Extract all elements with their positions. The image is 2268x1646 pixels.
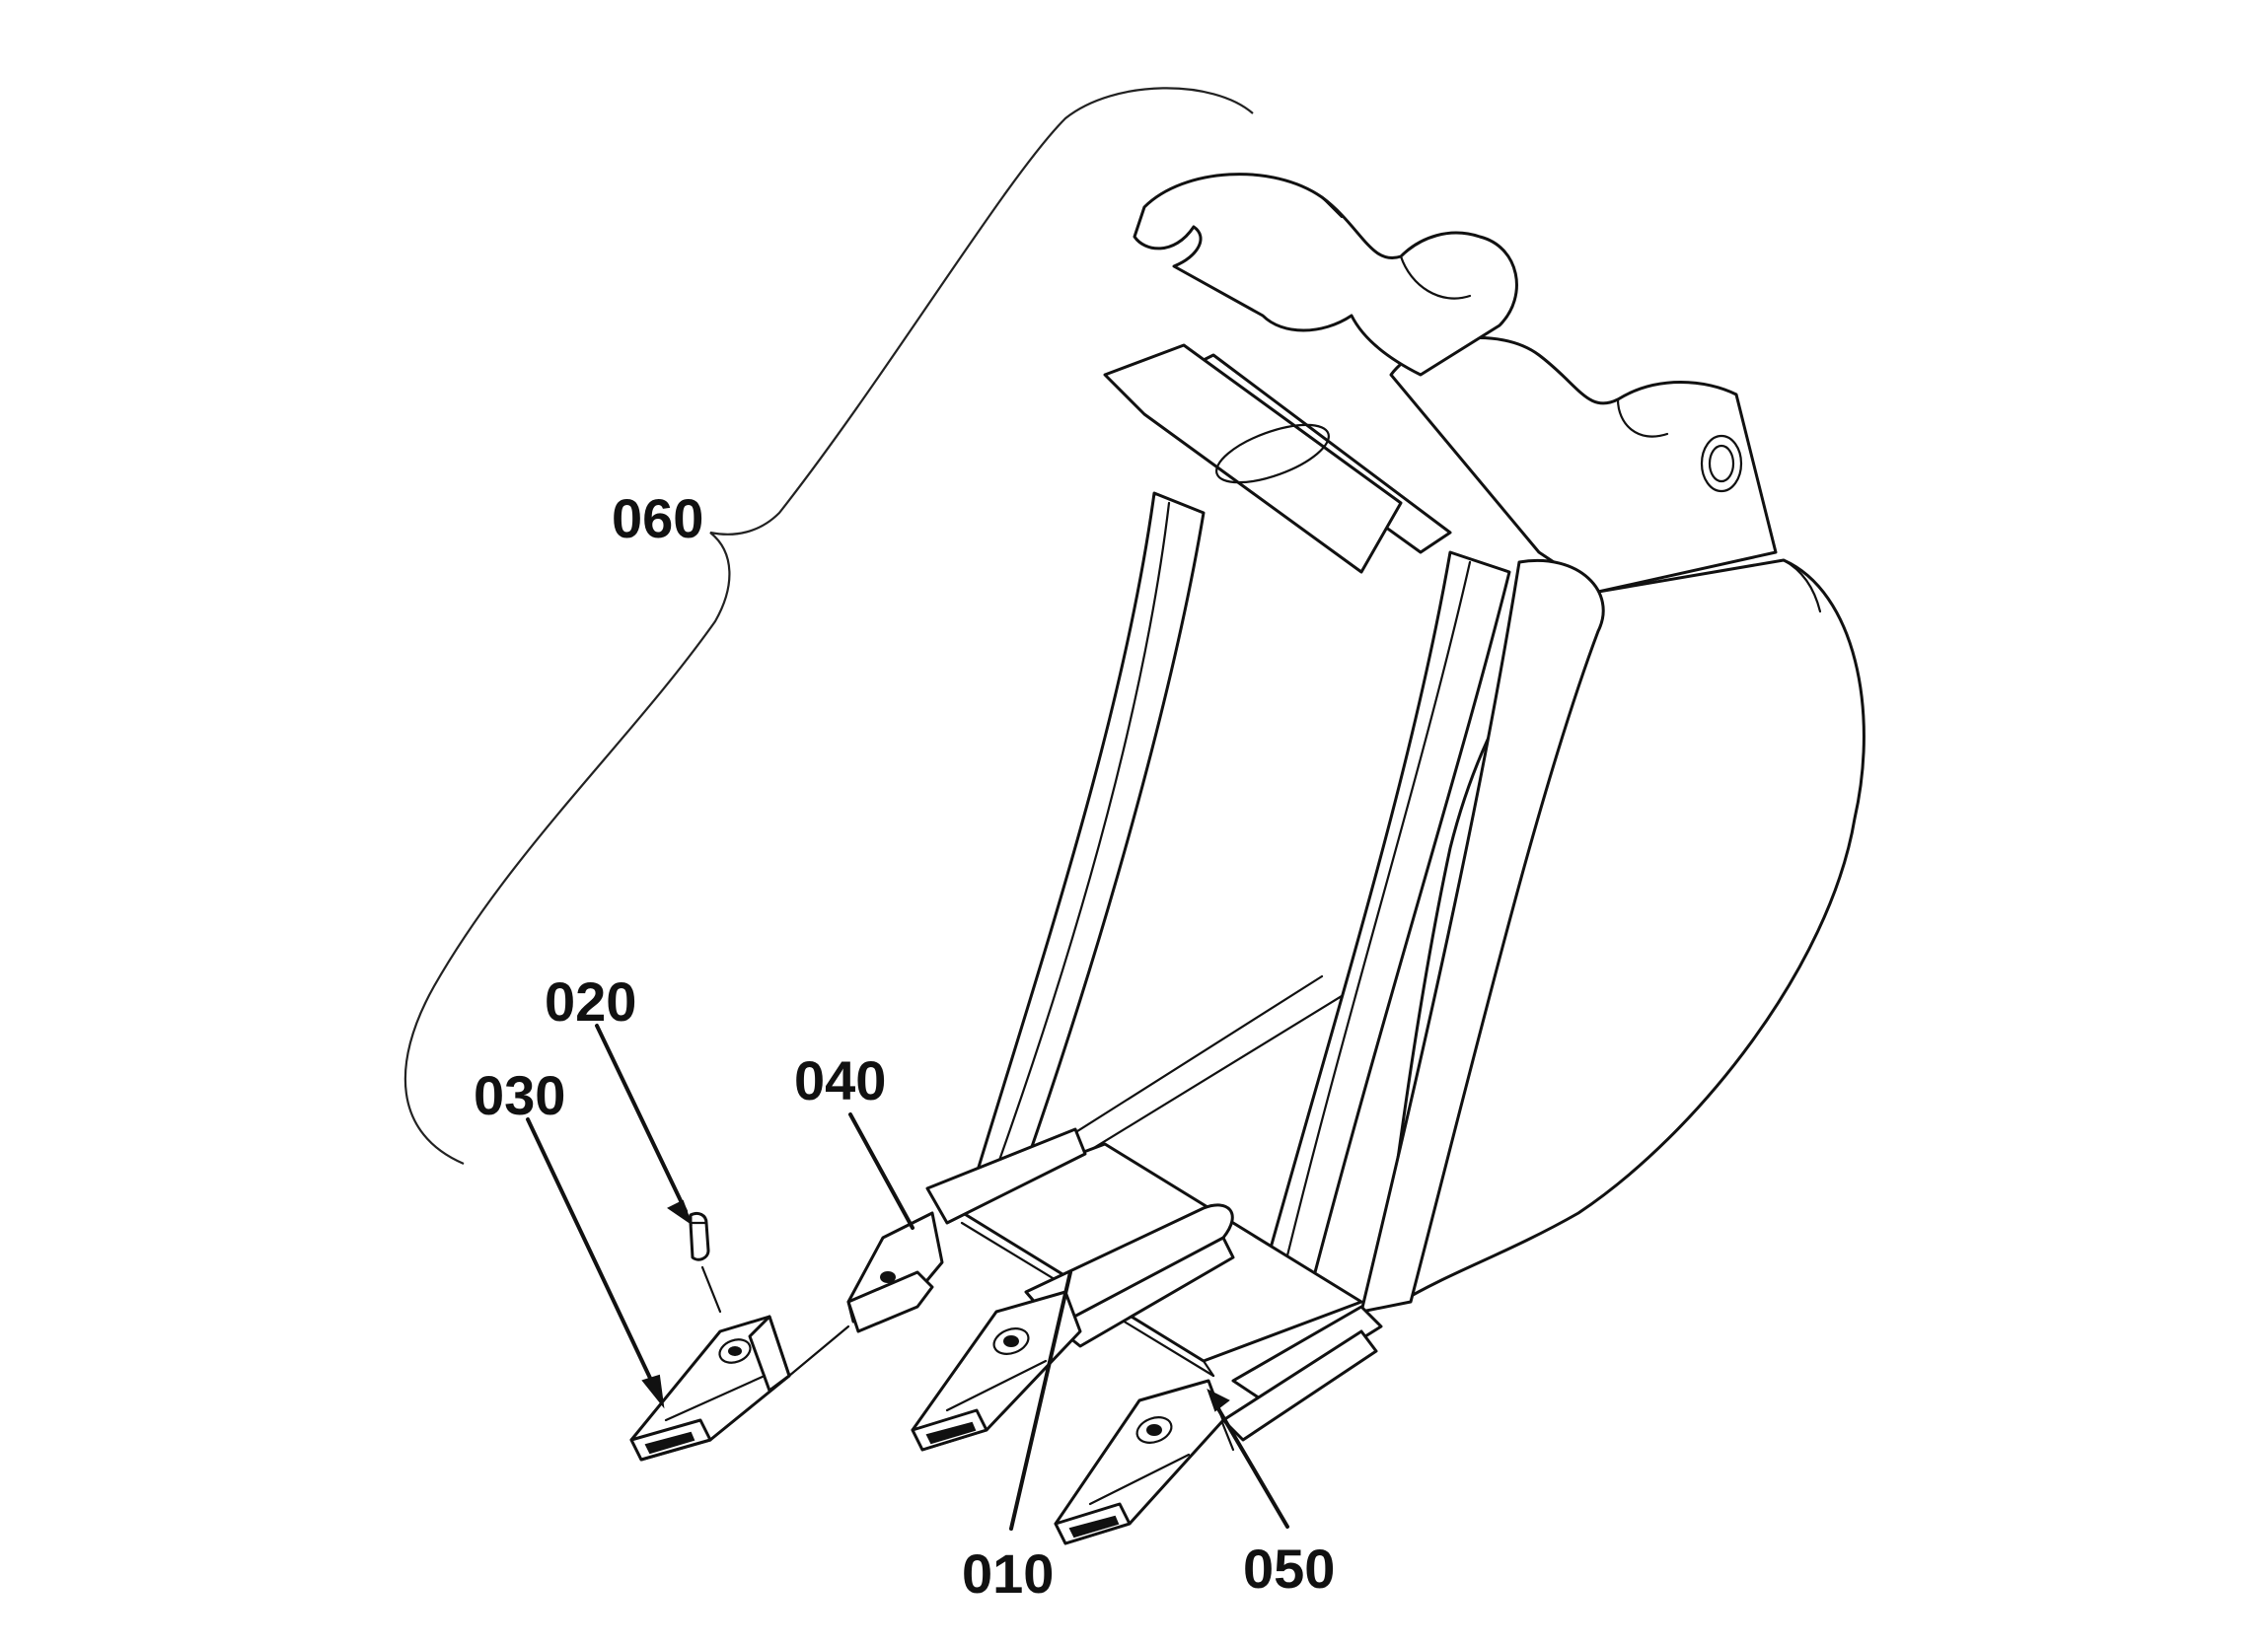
leader-030 [526,1117,658,1393]
tooth-tip-exploded [629,1315,791,1462]
retaining-pin [689,1211,710,1261]
callout-050: 050 [1243,1538,1335,1600]
side-cutter [1211,1305,1383,1452]
leader-040 [848,1112,915,1230]
callout-060: 060 [612,487,703,549]
callout-030: 030 [474,1064,565,1126]
callout-020: 020 [545,970,636,1033]
side-adapter [846,1127,1087,1333]
leader-010 [1009,1270,1072,1531]
assembly-brace [403,87,1254,1166]
cross-tube [1103,343,1452,574]
tooth-mounted-center [911,1290,1082,1452]
tooth-mounted-right [1054,1379,1225,1545]
alignment-lines [700,1265,850,1378]
arrowhead-020 [667,1199,694,1226]
callout-040: 040 [794,1049,886,1111]
leader-050 [1211,1398,1289,1529]
leader-lines [526,1024,1289,1531]
mounting-bracket-front [1133,173,1518,377]
arrowhead-050 [1207,1389,1230,1412]
side-frame-left [975,491,1206,1176]
leader-020 [595,1024,688,1213]
center-adapter [1024,1203,1235,1348]
arrowhead-030 [641,1374,665,1409]
front-plate [1024,559,1605,1314]
callout-010: 010 [962,1542,1054,1605]
